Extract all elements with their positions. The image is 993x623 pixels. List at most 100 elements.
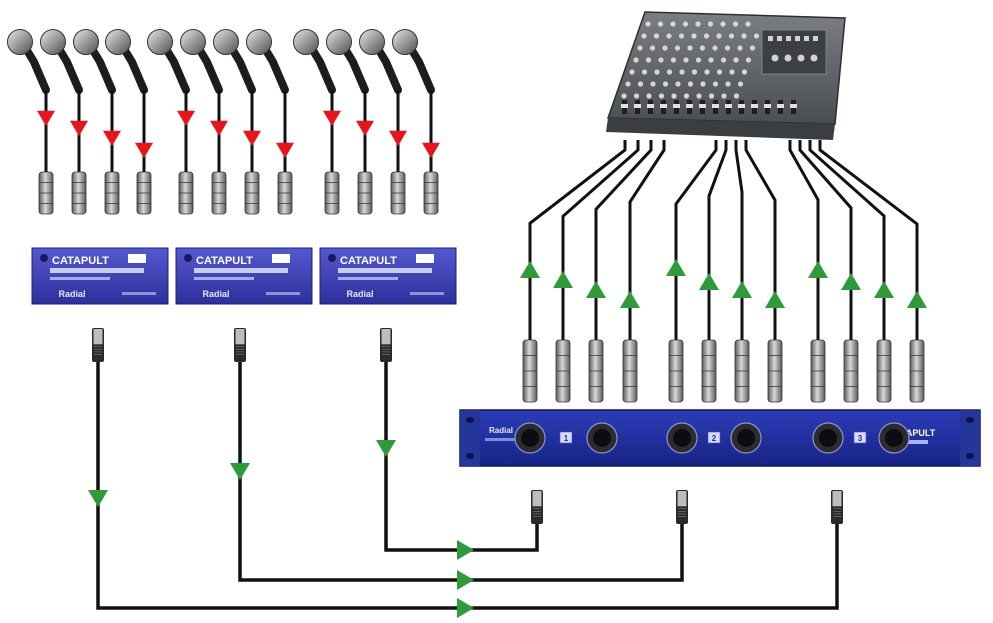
return-cable-line (528, 140, 627, 340)
mixer-knob (732, 21, 739, 27)
rack-channel-badge (707, 431, 721, 444)
mixer-knob (720, 57, 727, 63)
mixer-knob (696, 93, 702, 99)
mixer-knob (687, 45, 693, 51)
rj45-plug (532, 491, 542, 507)
mixer-fader-cap (660, 104, 667, 108)
mic-grille (147, 29, 173, 55)
mic-handle (90, 48, 116, 94)
rack-hole (466, 453, 474, 459)
mixer-knob (741, 33, 747, 39)
mixer-knob (629, 69, 635, 75)
mixer-knob (784, 54, 792, 62)
mixer-knob (657, 21, 664, 27)
mixer-knob (653, 33, 660, 39)
xlr-connector-icon (810, 339, 826, 403)
mixer-knob (745, 57, 752, 63)
return-cable-line (808, 140, 886, 340)
stagebox-maker: Radial (58, 289, 85, 299)
rack-channel-badge (853, 431, 867, 444)
microphone-icon (73, 29, 121, 215)
xlr-connector-icon (324, 171, 340, 215)
signal-arrow-up (586, 281, 606, 298)
mixer-knob (679, 69, 685, 75)
rj45-plug (381, 329, 391, 345)
mixer-knob (621, 93, 627, 99)
signal-arrow-up (620, 291, 640, 308)
mixer-knob (649, 45, 656, 51)
xlr-connector-icon (522, 339, 538, 403)
mixer-fader-cap (673, 104, 680, 108)
rj45-connector-icon (831, 490, 843, 524)
xlr-connector-icon (843, 339, 859, 403)
mixer-fader-cap (647, 104, 654, 108)
rack-channel-number: 3 (858, 434, 863, 443)
stagebox-screw (184, 254, 192, 262)
mixer-knob (633, 93, 640, 99)
mic-grille (40, 29, 66, 55)
stagebox-brand: CATAPULT (196, 255, 253, 267)
mixing-console (606, 11, 846, 140)
rack-jack-inner (819, 429, 837, 447)
signal-arrow-up (907, 291, 927, 308)
mixer-knob (666, 69, 673, 75)
signal-arrow-down (135, 142, 153, 159)
mixer-fader-cap (699, 104, 706, 108)
mixer-button (786, 36, 791, 41)
signal-arrow-down (37, 110, 55, 127)
xlr-connector-icon (701, 339, 717, 403)
mixer-knob (662, 45, 668, 51)
mixer-knob (720, 21, 726, 27)
xlr-connector-icon (136, 171, 152, 215)
mixer-knob (695, 57, 702, 63)
mic-handle (409, 48, 435, 94)
mixer-knob (658, 93, 665, 99)
return-cable-line (628, 140, 666, 340)
mic-handle (343, 48, 369, 94)
mixer-knob (678, 33, 685, 39)
rj45-connector-icon (92, 328, 104, 362)
rack-stripe (896, 440, 928, 444)
signal-arrow-down (276, 142, 294, 159)
xlr-connector-icon (767, 339, 783, 403)
signal-arrow-down (376, 440, 396, 457)
signal-arrow-up (553, 271, 573, 288)
mixer-knob (708, 57, 714, 63)
xlr-connector-icon (390, 171, 406, 215)
microphones (7, 29, 440, 215)
xlr-connector-icon (876, 339, 892, 403)
rj45-plug (93, 329, 103, 345)
mixer-fader-cap (790, 104, 797, 108)
mixer-knob (658, 57, 664, 63)
mixer-knob (707, 21, 714, 27)
return-cable (818, 140, 927, 403)
return-cable-line (788, 140, 820, 340)
mixer-knob (625, 81, 631, 87)
mixer-knob (716, 69, 723, 75)
return-cable (620, 140, 666, 403)
return-cable (808, 140, 894, 403)
stagebox-maker: Radial (346, 289, 373, 299)
signal-arrow-down (210, 120, 228, 137)
mixer-knob (695, 21, 701, 27)
mixer-knob (728, 33, 735, 39)
rack-channel-number: 1 (564, 434, 569, 443)
mixer-fader-cap (712, 104, 719, 108)
xlr-connector-icon (178, 171, 194, 215)
mic-handle (122, 48, 148, 94)
mixer-knob (666, 33, 672, 39)
xlr-connector-icon (357, 171, 373, 215)
microphone-icon (326, 29, 374, 215)
mixer-knob (670, 21, 676, 27)
mixer-knob (725, 81, 731, 87)
mixer-knob (741, 69, 748, 75)
signal-arrow-down (103, 130, 121, 147)
xlr-connector-icon (104, 171, 120, 215)
xlr-connector-icon (734, 339, 750, 403)
microphone-icon (392, 29, 440, 215)
rj45-plug (235, 329, 245, 345)
